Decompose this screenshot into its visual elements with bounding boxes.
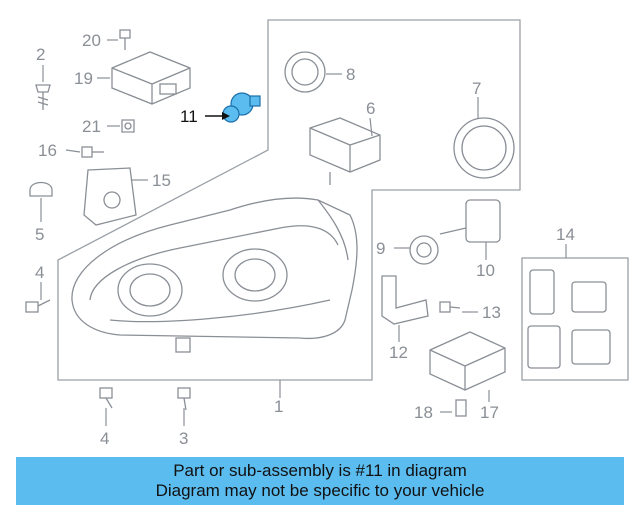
screw-16: [81, 146, 104, 158]
callout-21: 21: [82, 117, 101, 136]
nut-21: [121, 119, 135, 133]
ring-8: [284, 51, 326, 93]
cap-5: [29, 181, 53, 197]
callout-10: 10: [476, 261, 495, 280]
bulb-10: [439, 199, 501, 243]
callout-16: 16: [38, 141, 57, 160]
bolt-20: [119, 29, 131, 50]
callout-5: 5: [35, 225, 44, 244]
callout-9: 9: [376, 239, 385, 258]
screw-13: [439, 301, 461, 313]
control-module-19: [111, 51, 191, 105]
kit-pieces-14: [527, 269, 611, 369]
callout-17: 17: [480, 403, 499, 422]
callout-20: 20: [82, 31, 101, 50]
callout-18: 18: [414, 403, 433, 422]
bracket-12: [381, 275, 429, 325]
screw-4-bottom: [99, 387, 113, 409]
callout-19: 19: [74, 69, 93, 88]
sub-kit-box: [521, 257, 629, 381]
callout-14: 14: [556, 225, 575, 244]
callout-13: 13: [482, 303, 501, 322]
callout-7: 7: [472, 79, 481, 98]
bolt-18: [455, 399, 467, 417]
arrow-11: [222, 112, 230, 120]
callout-1: 1: [274, 397, 283, 416]
callout-4-bottom: 4: [100, 429, 109, 448]
part-info-banner: Part or sub-assembly is #11 in diagram D…: [16, 457, 624, 505]
callout-2: 2: [36, 45, 45, 64]
leader-lines: [40, 39, 567, 426]
highlighted-part-11: [222, 92, 261, 123]
callout-15: 15: [152, 171, 171, 190]
screw-4-left: [25, 299, 51, 313]
callout-4-left: 4: [35, 263, 44, 282]
bracket-15: [83, 167, 137, 226]
headlamp-assembly-panel: [57, 19, 521, 381]
ballast-17: [429, 331, 506, 391]
callout-11: 11: [180, 107, 198, 126]
socket-9: [409, 235, 439, 265]
banner-line-1: Part or sub-assembly is #11 in diagram: [173, 461, 467, 480]
screw-3: [177, 387, 191, 411]
callout-3: 3: [179, 429, 188, 448]
screw-2: [35, 84, 51, 110]
callout-8: 8: [346, 65, 355, 84]
banner-line-2: Diagram may not be specific to your vehi…: [155, 481, 485, 500]
callout-6: 6: [366, 99, 375, 118]
headlamp-housing: [71, 197, 358, 353]
callout-12: 12: [389, 343, 408, 362]
motor-6: [309, 117, 381, 185]
ring-7: [453, 117, 515, 179]
